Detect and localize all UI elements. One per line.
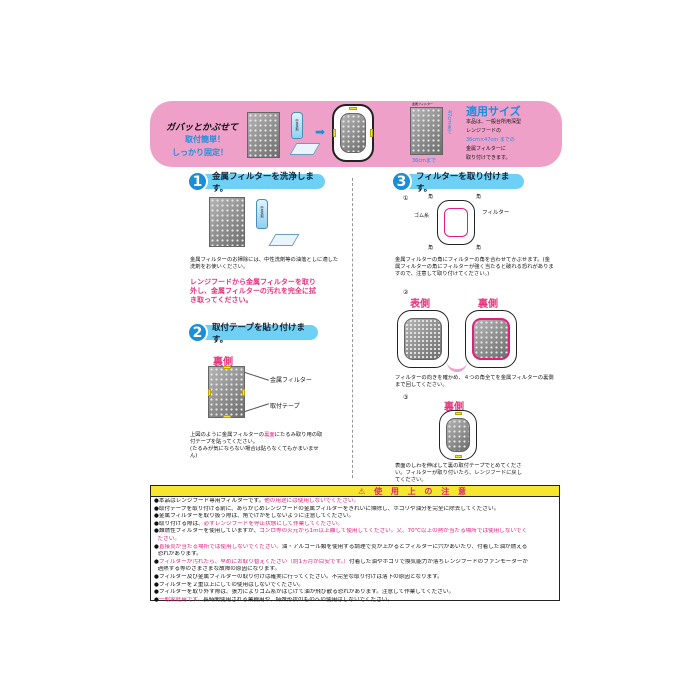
notice-item: ●フィルターを２重以上にしての使用はしないでください。: [154, 581, 304, 588]
width-label: 36cmまで: [412, 158, 436, 164]
rubber-label: ゴム糸: [414, 213, 430, 219]
substep3-label: ③: [403, 394, 409, 401]
front-side-diagram: [397, 310, 449, 368]
notice-item: ●取付テープを取り付ける前に、あらかじめレンジフードの金属フィルターをきれいに掃…: [154, 505, 500, 512]
notice-text: 長時間使用される業務用や、特殊形状のものへの使用はしないでください。: [203, 596, 393, 603]
notice-item: 恐れがあります。: [154, 551, 556, 559]
size-filter-image: [410, 107, 443, 155]
corner-label: 角: [428, 194, 434, 200]
notice-emphasis: 必ずレンジフードを停止状態にして作業してください。: [203, 520, 343, 527]
notice-emphasis: コンロ等の火元から1m以上離して使用してください。又、70℃以上の熱が当たる場所…: [259, 528, 528, 535]
column-divider: [352, 178, 353, 478]
notice-emphasis: フィルターが汚れたら、早めにお取り替えください（約1ヵ月が目安です。）: [158, 558, 349, 565]
notice-text: 金属フィルターを取り扱う際は、角でけがをしないように注意してください。: [158, 513, 355, 520]
corner-label: 角: [476, 194, 482, 200]
notice-list: ●本品はレンジフード専用フィルターです。他の用途には使用しないでください。●取付…: [151, 497, 559, 605]
flip-arrow-icon: [447, 362, 467, 372]
step2-filter-label: 金属フィルター: [270, 377, 312, 384]
notice-title: ⚠ 使 用 上 の 注 意: [151, 486, 559, 497]
notice-item: ●難燃性フィルターを使用していますが、コンロ等の火元から1m以上離して使用してく…: [154, 528, 528, 535]
notice-item: ●取り付ける際は、必ずレンジフードを停止状態にして作業してください。: [154, 520, 343, 527]
back-side-diagram: [465, 310, 517, 368]
notice-text: 過熱する等のさまざまな故障の原因になります。: [157, 566, 281, 573]
notice-item: ●フィルター及び金属フィルターの取り付けは確実に行ってください。不完全な取り付け…: [154, 573, 443, 580]
banner-secure: しっかり固定！: [172, 148, 228, 157]
arrow-right-icon: ➡: [315, 125, 326, 139]
leader-line: [244, 372, 269, 381]
front-label: 表側: [410, 299, 430, 310]
usage-notice-box: ⚠ 使 用 上 の 注 意 ●本品はレンジフード専用フィルターです。他の用途には…: [150, 485, 560, 603]
step1-filter-image: [209, 197, 245, 247]
banner-slogan: ガバッとかぶせて: [166, 123, 239, 133]
substep1-label: ①: [403, 195, 409, 202]
step1-emphasis: レンジフードから金属フィルターを取り外し、金属フィルターの汚れを完全に拭き取って…: [190, 278, 316, 304]
notice-text: 恐れがあります。: [157, 551, 202, 558]
leader-line: [244, 403, 269, 412]
hood-filter-image: [332, 104, 374, 162]
substep3-note: 表面のしわを伸ばして裏の取付テープでとめてください。フィルターが取り付いたら、レ…: [395, 463, 523, 483]
step1-bottle-image: 中性洗剤: [256, 199, 268, 229]
notice-item: 過熱する等のさまざまな故障の原因になります。: [154, 566, 556, 574]
back-label: 裏側: [478, 299, 498, 310]
notice-text: 付着した油やホコリで換気能力が落ちレンジフードのファンモーターが: [349, 558, 529, 565]
step2-filter-image: [208, 366, 245, 418]
corner-label: 角: [428, 245, 434, 251]
substep1-note: 金属フィルターの角にフィルターの角を合わせてかぶせます。(金属フィルターの角にフ…: [395, 257, 554, 277]
notice-item: ●フィルターを取り外す際は、張力によりゴム糸がはじけて油が飛び散る恐れがあります…: [154, 589, 455, 596]
notice-item: ださい。: [154, 536, 556, 544]
step1-note: 金属フィルターのお掃除には、中性洗剤等の油落としに適した洗剤をお使いください。: [190, 257, 339, 270]
size-filter-label: 金属フィルター: [412, 102, 433, 106]
filter-label: フィルター: [482, 210, 510, 216]
notice-text: フィルターを取り外す際は、張力によりゴム糸がはじけて油が飛び散る恐れがあります。…: [158, 589, 455, 596]
notice-emphasis: 一般家庭用です。: [158, 596, 204, 603]
substep2-note: フィルターの向きを確かめ、４つの角全てを金属フィルターの裏側まで回してください。: [395, 375, 554, 388]
notice-emphasis: 直接炎が当たる場所では使用しないでください。: [158, 543, 282, 550]
notice-item: ●フィルターが汚れたら、早めにお取り替えください（約1ヵ月が目安です。）付着した…: [154, 558, 529, 565]
notice-text: 難燃性フィルターを使用していますが、: [158, 528, 260, 535]
step2-back-label: 裏側: [213, 357, 233, 368]
notice-item: ●本品はレンジフード専用フィルターです。他の用途には使用しないでください。: [154, 498, 360, 504]
notice-text: 取り付ける際は、: [158, 520, 204, 527]
notice-text: フィルターを２重以上にしての使用はしないでください。: [158, 581, 304, 588]
height-label: 47cmまで: [446, 110, 452, 134]
substep3-diagram: [439, 410, 477, 460]
banner-easy: 取付簡単！: [185, 135, 225, 144]
notice-emphasis: ださい。: [157, 535, 180, 542]
notice-text: 取付テープを取り付ける前に、あらかじめレンジフードの金属フィルターをきれいに掃除…: [158, 505, 500, 512]
notice-item: ●直接炎が当たる場所では使用しないでください。油・アルコール類を使用する調理で炎…: [154, 543, 528, 550]
step2-tape-label: 取付テープ: [270, 403, 300, 410]
size-title: 適用サイズ: [466, 105, 521, 118]
substep1-diagram: [437, 200, 475, 245]
back-label-3: 裏側: [444, 402, 464, 413]
notice-item: ●金属フィルターを取り扱う際は、角でけがをしないように注意してください。: [154, 513, 355, 520]
notice-emphasis: 他の用途には使用しないでください。: [264, 498, 360, 504]
step2-note: 上図のように金属フィルターの裏面にたるみ取り用の取付テープを貼ってください。(た…: [190, 432, 323, 459]
substep2-label: ②: [403, 289, 409, 296]
notice-text: 本品はレンジフード専用フィルターです。: [158, 498, 265, 504]
metal-filter-image: [247, 112, 280, 158]
notice-item: ●一般家庭用です。長時間使用される業務用や、特殊形状のものへの使用はしないでくだ…: [154, 596, 393, 603]
corner-label: 角: [476, 245, 482, 251]
notice-text: 油・アルコール類を使用する調理で炎が上がるとフィルターに穴があいたり、付着した油…: [281, 543, 528, 550]
step1-cloth-image: [268, 234, 300, 246]
detergent-bottle-image: 中性洗剤: [291, 112, 303, 139]
notice-text: フィルター及び金属フィルターの取り付けは確実に行ってください。不完全な取り付けは…: [158, 573, 443, 580]
